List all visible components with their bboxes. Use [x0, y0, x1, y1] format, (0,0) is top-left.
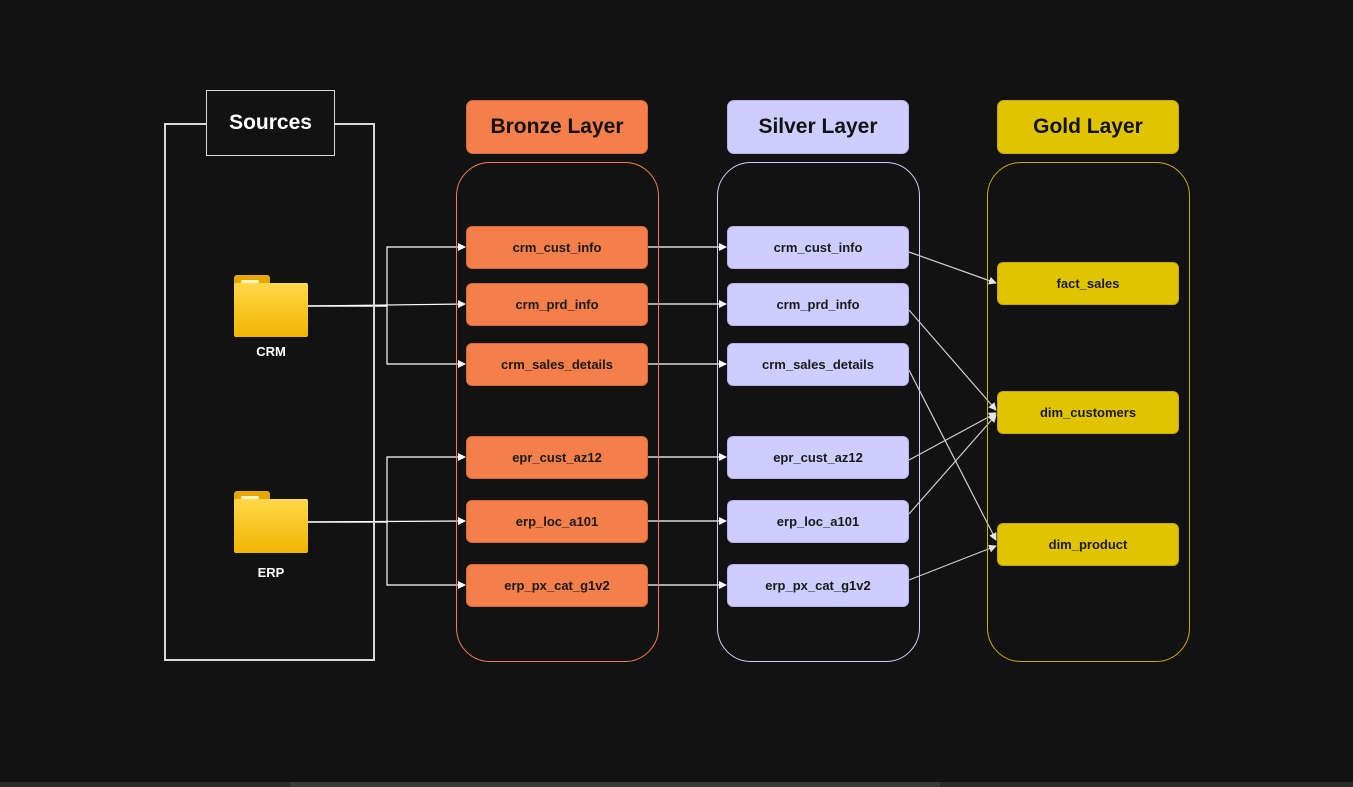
connector-silver-erp-px-cat-g1v2-to-dim-product [908, 544, 997, 581]
gold-table-fact-sales: fact_sales [997, 262, 1179, 305]
erp-source-label: ERP [257, 565, 285, 580]
sources-container [164, 123, 375, 661]
connector-silver-erp-loc-a101-to-dim-customers [908, 414, 997, 515]
silver-table-crm-sales-details: crm_sales_details [727, 343, 909, 386]
bronze-table-erp-px-cat-g1v2: erp_px_cat_g1v2 [466, 564, 648, 607]
bronze-table-epr-cust-az12: epr_cust_az12 [466, 436, 648, 479]
gold-table-dim-product: dim_product [997, 523, 1179, 566]
silver-layer-container [717, 162, 920, 662]
gold-layer-header: Gold Layer [997, 100, 1179, 154]
connector-silver-crm-sales-details-to-dim-product [908, 369, 997, 541]
crm-source-label: CRM [256, 344, 286, 359]
scrollbar-thumb[interactable] [290, 782, 940, 787]
silver-layer-header: Silver Layer [727, 100, 909, 154]
bronze-layer-header: Bronze Layer [466, 100, 648, 154]
connector-silver-crm-prd-info-to-dim-customers [908, 309, 997, 411]
gold-layer-container [987, 162, 1190, 662]
silver-table-crm-cust-info: crm_cust_info [727, 226, 909, 269]
bronze-table-crm-cust-info: crm_cust_info [466, 226, 648, 269]
sources-title: Sources [206, 90, 335, 156]
bronze-table-crm-prd-info: crm_prd_info [466, 283, 648, 326]
bronze-table-erp-loc-a101: erp_loc_a101 [466, 500, 648, 543]
connector-silver-crm-cust-info-to-fact-sales [908, 251, 997, 285]
silver-table-epr-cust-az12: epr_cust_az12 [727, 436, 909, 479]
silver-table-crm-prd-info: crm_prd_info [727, 283, 909, 326]
erp-folder-icon [234, 491, 308, 553]
silver-table-erp-loc-a101: erp_loc_a101 [727, 500, 909, 543]
crm-folder-icon [234, 275, 308, 337]
gold-table-dim-customers: dim_customers [997, 391, 1179, 434]
connector-silver-epr-cust-az12-to-dim-customers [908, 412, 997, 461]
bronze-table-crm-sales-details: crm_sales_details [466, 343, 648, 386]
silver-table-erp-px-cat-g1v2: erp_px_cat_g1v2 [727, 564, 909, 607]
bronze-layer-container [456, 162, 659, 662]
